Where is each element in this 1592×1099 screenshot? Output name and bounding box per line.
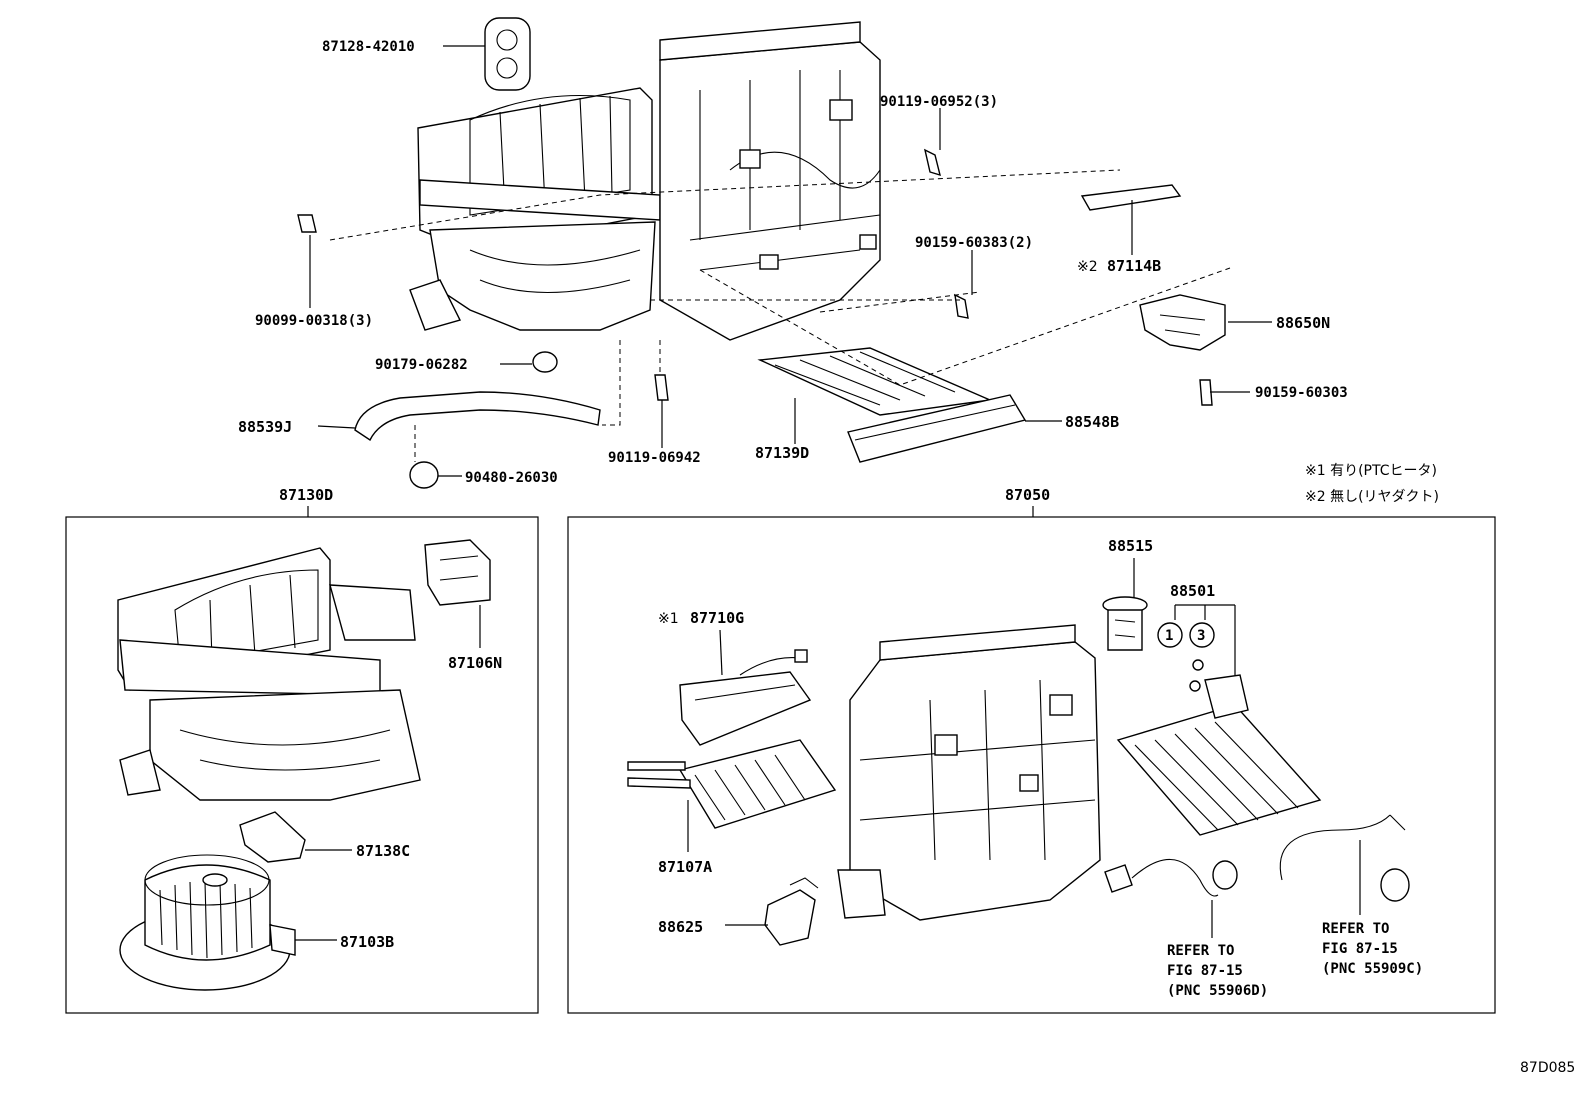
reference-1: REFER TO FIG 87-15 (PNC 55906D) xyxy=(1167,943,1268,999)
note-2: ※2 無し(リヤダクト) xyxy=(1305,489,1439,505)
sensor-88625 xyxy=(764,877,819,946)
part-label: 87106N xyxy=(448,654,502,672)
evaporator-88501 xyxy=(1116,674,1322,836)
part-label: 87103B xyxy=(340,933,394,951)
box-87050 xyxy=(567,516,1496,1014)
part-label: 88515 xyxy=(1108,537,1153,555)
part-label: 87107A xyxy=(658,858,712,876)
svg-text:(PNC 55909C): (PNC 55909C) xyxy=(1322,961,1423,977)
seal-90480-26030 xyxy=(409,461,439,489)
ptc-heater-87710g xyxy=(679,649,812,746)
part-label: 90480-26030 xyxy=(465,470,558,486)
part-label: 90099-00318(3) xyxy=(255,313,373,329)
blower-motor-87103b xyxy=(119,854,296,991)
svg-text:1: 1 xyxy=(1165,628,1173,644)
hvac-unit-assembly-drawing xyxy=(409,21,881,341)
labels-top: 87128-42010 90119-06952(3) 90159-60383(2… xyxy=(238,39,1348,486)
part-label: 88539J xyxy=(238,418,292,436)
svg-text:FIG 87-15: FIG 87-15 xyxy=(1322,941,1398,957)
blower-unit-87130d-drawing xyxy=(117,547,421,801)
actuator-88650n xyxy=(1139,294,1226,351)
sensor-cable-right xyxy=(1279,814,1410,902)
svg-text:REFER TO: REFER TO xyxy=(1322,921,1389,937)
notes: ※1 有り(PTCヒータ) ※2 無し(リヤダクト) xyxy=(1305,463,1439,505)
heater-core-87107a xyxy=(627,739,837,829)
part-label: 87050 xyxy=(1005,486,1050,504)
grommet-87128-42010 xyxy=(484,17,531,91)
reference-2: REFER TO FIG 87-15 (PNC 55909C) xyxy=(1322,921,1423,977)
note-mark: ※2 xyxy=(1077,259,1098,275)
svg-text:REFER TO: REFER TO xyxy=(1167,943,1234,959)
expansion-valve-88515 xyxy=(1102,596,1148,651)
part-label: 87130D xyxy=(279,486,333,504)
servo-87106n xyxy=(424,539,491,606)
sensor-cable-left xyxy=(1104,858,1238,897)
box-87130d xyxy=(65,516,539,1014)
part-label: 90159-60383(2) xyxy=(915,235,1033,251)
hvac-case-87050-drawing xyxy=(837,624,1101,921)
part-label: 87139D xyxy=(755,444,809,462)
part-label: 87138C xyxy=(356,842,410,860)
hose-88539j xyxy=(354,391,601,442)
figure-code: 87D085 xyxy=(1520,1060,1575,1076)
part-label: 87710G xyxy=(690,609,744,627)
part-label: 88548B xyxy=(1065,413,1119,431)
leader-lines-top xyxy=(309,45,1272,477)
o-ring xyxy=(1192,659,1204,671)
part-label: 88650N xyxy=(1276,314,1330,332)
plate-87114b xyxy=(1080,184,1182,211)
part-label: 88625 xyxy=(658,918,703,936)
svg-text:3: 3 xyxy=(1197,628,1205,644)
circled-number-3: 3 xyxy=(1189,622,1215,648)
resistor-87138c xyxy=(239,811,306,863)
part-label: 87128-42010 xyxy=(322,39,415,55)
filter-case-88548b xyxy=(847,394,1027,463)
o-ring xyxy=(1189,680,1201,692)
svg-text:FIG 87-15: FIG 87-15 xyxy=(1167,963,1243,979)
fasteners-top xyxy=(297,148,1213,406)
part-label: 90119-06952(3) xyxy=(880,94,998,110)
guide-lines xyxy=(329,169,1231,462)
part-label: 90159-60303 xyxy=(1255,385,1348,401)
part-label: 90179-06282 xyxy=(375,357,468,373)
part-label: 88501 xyxy=(1170,582,1215,600)
svg-text:(PNC 55906D): (PNC 55906D) xyxy=(1167,983,1268,999)
part-label: 90119-06942 xyxy=(608,450,701,466)
note-mark: ※1 xyxy=(658,611,679,627)
note-1: ※1 有り(PTCヒータ) xyxy=(1305,463,1437,479)
part-label: 87114B xyxy=(1107,257,1161,275)
circled-number-1: 1 xyxy=(1157,622,1183,648)
